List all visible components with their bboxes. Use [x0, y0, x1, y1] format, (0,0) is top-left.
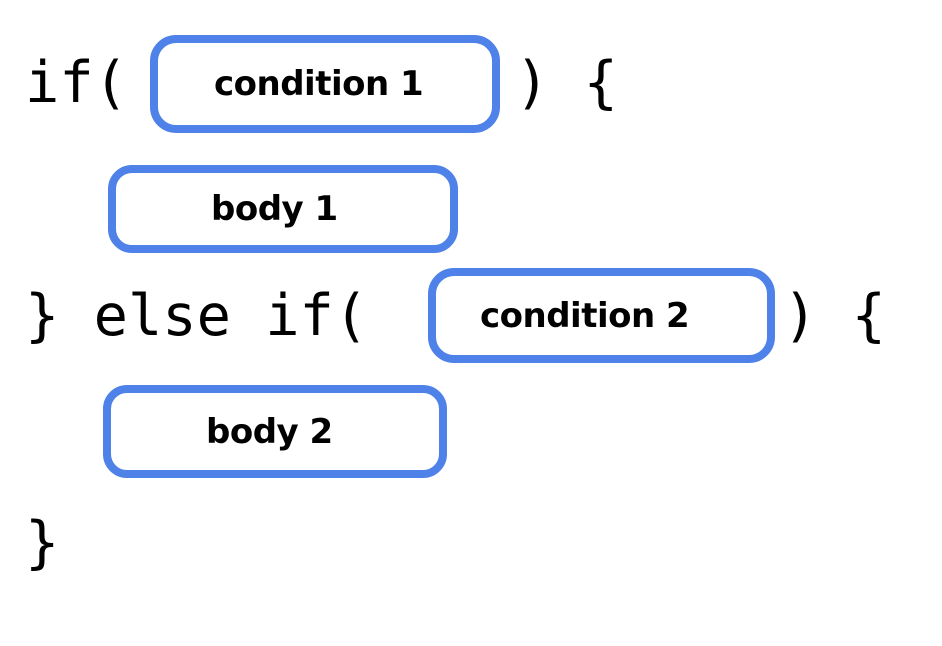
- slot-body-2[interactable]: body 2: [103, 385, 447, 478]
- code-token-if-open: if(: [25, 50, 128, 116]
- slot-condition-1[interactable]: condition 1: [150, 35, 500, 133]
- code-token-end-brace: }: [25, 510, 60, 576]
- slot-condition-2-label: condition 2: [480, 295, 690, 336]
- slot-body-1-label: body 1: [211, 189, 338, 229]
- slot-body-1[interactable]: body 1: [108, 165, 458, 253]
- slot-condition-2[interactable]: condition 2: [428, 268, 775, 363]
- slot-body-2-label: body 2: [206, 411, 333, 452]
- slot-condition-1-label: condition 1: [214, 64, 424, 104]
- code-token-elseif-close: ) {: [783, 283, 886, 349]
- code-token-elseif-open: } else if(: [25, 283, 369, 349]
- code-token-if-close: ) {: [515, 50, 618, 116]
